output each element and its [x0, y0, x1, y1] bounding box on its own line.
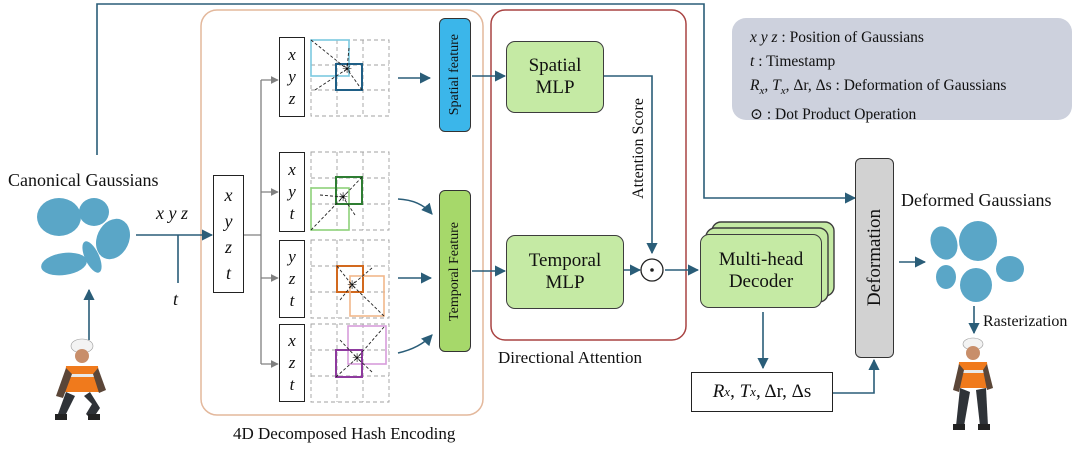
temporal-feature-bar: Temporal Feature — [439, 190, 471, 352]
hash-grid-xzt: ✳ — [310, 323, 390, 403]
temporal-mlp-box: Temporal MLP — [506, 235, 624, 309]
plane-xzt-box: x z t — [279, 324, 305, 402]
outputs-to-deformation-arrow — [833, 358, 880, 394]
spatial-feature-bar: Spatial feature — [439, 18, 471, 132]
decoder-line1: Multi-head — [718, 249, 804, 270]
output-T-sub: x — [750, 384, 756, 399]
plane-xzt-c1: x — [288, 331, 296, 350]
input-coord-z: z — [224, 237, 232, 257]
svg-text:✳: ✳ — [338, 190, 348, 204]
directional-attention-title: Directional Attention — [498, 348, 642, 367]
input-coordinates-box: x y z t — [213, 175, 244, 293]
hash-encoding-title: 4D Decomposed Hash Encoding — [233, 424, 456, 443]
plane-xzt-c2: z — [288, 353, 296, 372]
hash-grid-yzt: ✳ — [310, 239, 390, 319]
plane-xyt-box: x y t — [279, 152, 305, 232]
attention-score-arrow — [604, 75, 658, 255]
legend-panel: x y z : Position of Gaussians t : Timest… — [732, 18, 1072, 123]
attention-score-label-wrap: Attention Score — [628, 84, 650, 212]
deformed-gaussians-icon — [930, 221, 1024, 302]
plane-xzt-c3: t — [289, 375, 295, 394]
temporal-feature-label: Temporal Feature — [447, 221, 462, 321]
skip-connection-arrow — [96, 3, 857, 204]
t-input-label: t — [173, 289, 179, 309]
plane-xyz-c2: y — [288, 67, 296, 86]
plane-xyz-box: x y z — [279, 37, 305, 117]
temporal-mlp-line1: Temporal — [528, 250, 602, 271]
deformed-gaussians-title: Deformed Gaussians — [901, 190, 1052, 210]
output-T: T — [739, 381, 751, 402]
plane-xyt-c3: t — [289, 204, 295, 223]
hash-grid-xyt: ✳ — [310, 151, 390, 231]
spatial-mlp-line1: Spatial — [528, 55, 582, 76]
xzt-to-temporal-arrow — [397, 334, 433, 354]
decoder-line2: Decoder — [728, 271, 794, 292]
input-coord-t: t — [225, 263, 231, 283]
worker-person-rendered-icon — [953, 337, 993, 430]
spatial-feature-label: Spatial feature — [447, 34, 462, 116]
hash-encoding-container — [200, 9, 484, 416]
plane-yzt-box: y z t — [279, 240, 305, 318]
temporal-mlp-line2: MLP — [545, 272, 585, 293]
hash-grid-spatial: ✳ — [310, 39, 390, 117]
plane-yzt-c1: y — [288, 247, 296, 266]
legend-row-timestamp: t : Timestamp — [750, 53, 836, 70]
plane-yzt-c3: t — [289, 291, 295, 310]
dot-product-icon: ⊙ — [750, 106, 763, 124]
rasterization-label: Rasterization — [983, 313, 1068, 330]
plane-yzt-c2: z — [288, 269, 296, 288]
svg-text:✳: ✳ — [342, 62, 352, 76]
spatial-mlp-box: Spatial MLP — [506, 41, 604, 113]
output-R-sub: x — [724, 384, 731, 399]
input-coord-x: x — [224, 185, 233, 205]
xyz-input-label: x y z — [156, 203, 188, 223]
deformation-block: Deformation — [855, 158, 894, 358]
plane-xyz-c3: z — [288, 89, 296, 108]
svg-text:✳: ✳ — [347, 278, 357, 292]
multi-head-decoder-box: Multi-head Decoder — [700, 234, 822, 308]
deformation-label: Deformation — [863, 209, 885, 307]
worker-person-icon — [55, 338, 106, 420]
plane-xyz-c1: x — [288, 45, 296, 64]
canonical-gaussians-title: Canonical Gaussians — [8, 170, 159, 190]
spatial-mlp-line2: MLP — [535, 77, 575, 98]
legend-row-dot-product: ⊙ : Dot Product Operation — [750, 106, 917, 124]
legend-row-position: x y z : Position of Gaussians — [750, 29, 924, 46]
output-R: R — [712, 381, 725, 402]
legend-row-deformation: Rx, Tx, Δr, Δs : Deformation of Gaussian… — [750, 77, 1007, 98]
attention-score-label: Attention Score — [630, 97, 647, 199]
output-rest: , Δr, Δs — [755, 381, 812, 402]
directional-attention-container — [490, 9, 687, 341]
svg-text:✳: ✳ — [352, 351, 362, 365]
canonical-gaussians-icon — [37, 198, 131, 276]
plane-xyt-c1: x — [288, 160, 296, 179]
plane-xyt-c2: y — [288, 182, 296, 201]
xyt-to-temporal-arrow — [397, 198, 433, 215]
input-coord-y: y — [224, 211, 233, 231]
